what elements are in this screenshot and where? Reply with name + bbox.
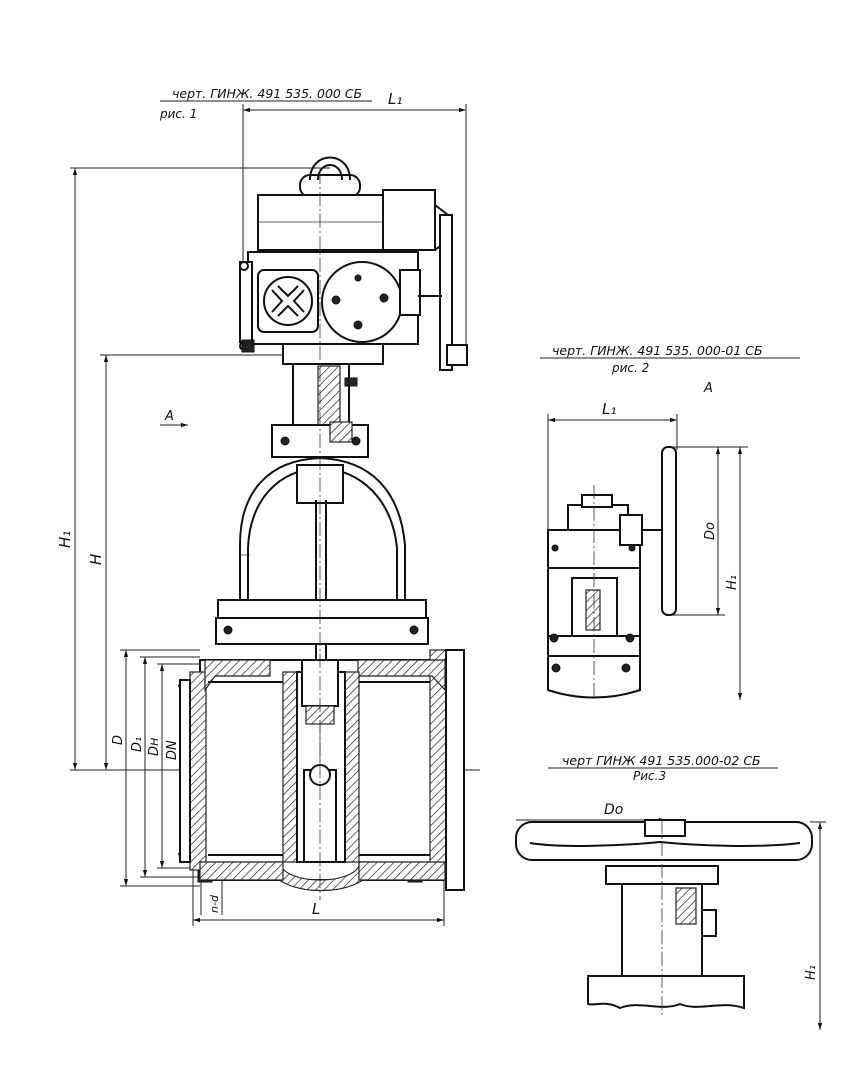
valve-bonnet (215, 456, 429, 660)
fig2-stem-nut (585, 589, 601, 631)
fig1-view-label: А (164, 409, 174, 424)
gland-bolt (280, 436, 290, 446)
actuator-bolt (239, 261, 249, 271)
cover-bolt (379, 293, 389, 303)
fig3-caption: Рис.3 (633, 769, 666, 783)
fig2-bolt (625, 633, 635, 643)
fig2-view-label: А (703, 381, 713, 396)
cover-bolt (331, 295, 341, 305)
fig2-dim-H1: H₁ (725, 575, 740, 590)
fig3-drawing-ref: черт ГИНЖ 491 535.000-02 СБ (562, 753, 761, 768)
fig2-dim-Do: Do (703, 522, 718, 540)
figure-1-main-valve: черт. ГИНЖ. 491 535. 000 СБ рис. 1 L₁ H₁… (56, 86, 480, 926)
figure-3-gearbox-variant: черт ГИНЖ 491 535.000-02 СБ Рис.3 Do H₁ (515, 753, 826, 1030)
gland-bolt (351, 436, 361, 446)
fig1-dim-H1: H₁ (56, 531, 74, 548)
fig3-stem-nut (675, 887, 697, 925)
body-flange (215, 617, 429, 645)
fig3-side-fitting (701, 909, 717, 937)
base-nut (241, 339, 255, 353)
electric-actuator (239, 156, 468, 371)
handwheel-handle (446, 344, 468, 366)
figure-2-handwheel-variant: черт. ГИНЖ. 491 535. 000-01 СБ рис. 2 А … (540, 343, 800, 700)
lube-fitting (344, 377, 358, 387)
fig1-dim-Dn: Dн (147, 737, 162, 756)
terminal-cross-icon (271, 285, 305, 317)
fig1-dim-D: D (111, 735, 126, 745)
fig2-gear-side (619, 514, 643, 546)
body-bottom-right (358, 861, 446, 881)
fig3-dim-H1: H₁ (804, 965, 819, 980)
gland-packing (329, 421, 353, 443)
lifting-eye-inner (317, 164, 343, 181)
terminal-box (257, 269, 319, 333)
fig1-drawing-ref: черт. ГИНЖ. 491 535. 000 СБ (172, 86, 362, 101)
fig2-bolt (551, 544, 559, 552)
fig1-dim-L: L (312, 900, 320, 918)
fig2-bolt (628, 544, 636, 552)
fig2-bolt (551, 663, 561, 673)
fig2-gearbox-cap (581, 494, 613, 508)
fig1-dim-nd: n-d (208, 894, 221, 913)
fig1-caption: рис. 1 (159, 107, 197, 121)
fig2-drawing-ref: черт. ГИНЖ. 491 535. 000-01 СБ (552, 343, 763, 358)
motor-side-cover (239, 261, 253, 343)
control-knob-housing (399, 269, 421, 316)
actuator-base-flange (282, 343, 384, 365)
left-flange-section (189, 671, 207, 871)
fig2-handwheel (661, 446, 677, 616)
bonnet-flange (217, 599, 427, 619)
body-bottom-left (199, 861, 284, 881)
gearbox-side (382, 189, 436, 251)
gearbox-upper (257, 194, 384, 251)
cover-bolt (353, 320, 363, 330)
lifting-eye-ring (309, 156, 351, 181)
fig2-bolt (621, 663, 631, 673)
terminal-box-cover (263, 276, 313, 326)
fig3-handwheel-rim (529, 840, 801, 847)
body-neck-right (357, 659, 446, 692)
lifting-eye-base (299, 174, 361, 198)
fig1-dim-DN: DN (165, 740, 180, 760)
fig1-dim-H: H (87, 554, 105, 565)
manual-handwheel-edge (439, 214, 453, 371)
fig3-dim-Do: Do (604, 802, 623, 818)
fig3-base-plate (587, 975, 745, 1010)
flange-bolt (409, 625, 419, 635)
fig1-dim-L1: L₁ (388, 90, 402, 108)
right-flange-face (445, 649, 465, 891)
fig3-hub (644, 819, 686, 837)
cover-bolt (354, 274, 362, 282)
body-neck-left (204, 659, 271, 692)
flange-bolt (223, 625, 233, 635)
fig2-dim-L1: L₁ (602, 400, 616, 418)
fig2-bolt (549, 633, 559, 643)
seat-ring-right (344, 671, 360, 863)
valve-body (179, 170, 465, 900)
seat-ring-left (282, 671, 298, 863)
stem-nut-section (317, 365, 341, 427)
fig2-caption: рис. 2 (611, 361, 649, 375)
fig1-dim-D1: D₁ (130, 737, 145, 752)
left-flange-face (179, 679, 191, 863)
